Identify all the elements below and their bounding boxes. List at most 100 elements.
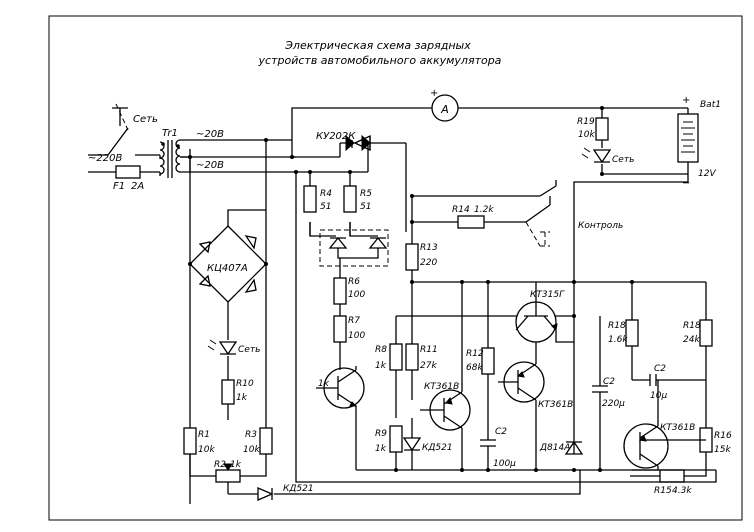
- voltage-divider: R1 10k R3 10k R2 1k КД521: [183, 420, 581, 501]
- r15-value: 4.3k: [672, 486, 692, 496]
- r8-label: R8: [375, 345, 387, 355]
- r19-label: R19: [577, 117, 595, 127]
- r19-value: 10k: [578, 130, 595, 140]
- ammeter-symbol: [431, 94, 459, 122]
- bridge-label: КЦ407А: [207, 263, 248, 274]
- r2-value: 1k: [230, 460, 242, 470]
- secondary-lower-label: ~20В: [196, 160, 224, 171]
- r9-label: R9: [375, 429, 387, 439]
- resistor-r18b: [699, 319, 713, 347]
- secondary-upper-label: ~20В: [196, 129, 224, 140]
- capacitor-c2-100: R12 68k C2 100μ: [466, 282, 516, 470]
- r12-label: R12: [466, 349, 484, 359]
- ammeter-plus: +: [430, 88, 438, 99]
- r16-label: R16: [714, 431, 732, 441]
- t5-label: КТ361В: [660, 423, 695, 433]
- r18a-value: 1.6k: [608, 335, 628, 345]
- transistor-t2: КТ361В: [420, 282, 471, 470]
- c2a-label: C2: [495, 427, 507, 437]
- thyristor-label: КУ202К: [316, 131, 356, 142]
- thyristor-pair: КУ202К: [292, 131, 407, 232]
- resistor-r5: [343, 185, 357, 213]
- bridge-rectifier: КЦ407А Сеть R10 1k: [188, 140, 268, 504]
- mains-voltage-label: ~220В: [88, 153, 122, 164]
- r3-value: 10k: [243, 445, 260, 455]
- title-line-1: Электрическая схема зарядных: [284, 39, 471, 52]
- transistor-t4: КТ361В: [498, 342, 573, 470]
- mains-input: Сеть ~220В F1 2А Tr1: [88, 103, 181, 192]
- kd521-a-label: КД521: [422, 443, 453, 453]
- battery-label: Bat1: [700, 100, 721, 110]
- r8-value: 1k: [375, 361, 387, 371]
- resistor-r19: [595, 117, 609, 141]
- resistor-r14: [457, 215, 485, 229]
- resistor-r6: [333, 277, 347, 305]
- resistor-r7: [333, 315, 347, 343]
- r16-value: 15k: [714, 445, 731, 455]
- r13-branch: R13 220: [405, 195, 540, 282]
- c2b-value: 220μ: [602, 399, 625, 409]
- t2-label: КТ361В: [424, 382, 459, 392]
- r6-label: R6: [348, 277, 360, 287]
- r6-value: 100: [348, 290, 365, 300]
- battery-minus: −: [682, 178, 690, 189]
- control-switch-label: Контроль: [578, 221, 623, 231]
- r9-value: 1k: [375, 444, 387, 454]
- fuse-label: F1: [113, 181, 125, 192]
- resistor-r13: [405, 243, 419, 271]
- resistor-r12: [481, 347, 495, 375]
- r11-label: R11: [420, 345, 438, 355]
- r2-label: R2: [214, 460, 226, 470]
- r15-label: R15: [654, 486, 672, 496]
- resistor-r15: [659, 469, 685, 483]
- ground-rail: [295, 172, 717, 483]
- r7-label: R7: [348, 316, 360, 326]
- led-power-left-label: Сеть: [238, 345, 260, 355]
- resistor-r18a: [625, 319, 639, 347]
- battery-voltage-label: 12V: [698, 169, 716, 179]
- resistor-r4: [303, 185, 317, 213]
- c2b-label: C2: [603, 377, 615, 387]
- series-resistors: R6 100 R7 100: [333, 272, 365, 366]
- battery-plus: +: [682, 95, 690, 106]
- r1-value: 10k: [198, 445, 215, 455]
- c2c-label: C2: [654, 364, 666, 374]
- gate-resistors: R4 51 R5 51: [303, 185, 389, 272]
- drawing-border: [48, 15, 743, 521]
- resistor-r8: [389, 343, 403, 371]
- r10-value: 1k: [236, 393, 248, 403]
- kd521-b-label: КД521: [283, 484, 314, 494]
- r18a-label: R18: [608, 321, 626, 331]
- ammeter-label: A: [440, 103, 449, 116]
- r18b-label: R18: [683, 321, 701, 331]
- transistor-t3: КТ315Г: [515, 282, 574, 343]
- r5-value: 51: [360, 202, 371, 212]
- c2a-value: 100μ: [493, 459, 516, 469]
- r1-label: R1: [198, 430, 210, 440]
- t4-label: КТ361В: [538, 400, 573, 410]
- r12-value: 68k: [466, 363, 483, 373]
- r7-value: 100: [348, 331, 365, 341]
- resistor-r9: [389, 425, 403, 453]
- secondary-wiring: ~20В ~20В: [180, 129, 298, 174]
- fuse-rating-label: 2А: [131, 181, 144, 192]
- r13-label: R13: [420, 243, 438, 253]
- r10-label: R10: [236, 379, 254, 389]
- right-section: R18 1.6k R18 24k C2 10μ R16 15k R15 4.3k: [412, 281, 732, 496]
- top-rail: A + R19 10k Сеть Bat1 12V + −: [291, 88, 721, 196]
- t1-label: 1k: [318, 379, 330, 389]
- resistor-r2: [215, 469, 241, 483]
- transistor-t1: 1k: [316, 366, 365, 470]
- zener-label: Д814А: [539, 443, 570, 453]
- resistor-r1: [183, 427, 197, 455]
- resistor-r10: [221, 379, 235, 405]
- r5-label: R5: [360, 189, 372, 199]
- resistor-r11: [405, 343, 419, 371]
- r11-value: 27k: [420, 361, 437, 371]
- transistor-t5: КТ361В: [623, 380, 706, 471]
- r3-label: R3: [245, 430, 257, 440]
- transformer-label: Tr1: [162, 128, 178, 139]
- mains-switch-label: Сеть: [133, 114, 158, 125]
- control-section: R14 1.2k Контроль: [412, 180, 623, 282]
